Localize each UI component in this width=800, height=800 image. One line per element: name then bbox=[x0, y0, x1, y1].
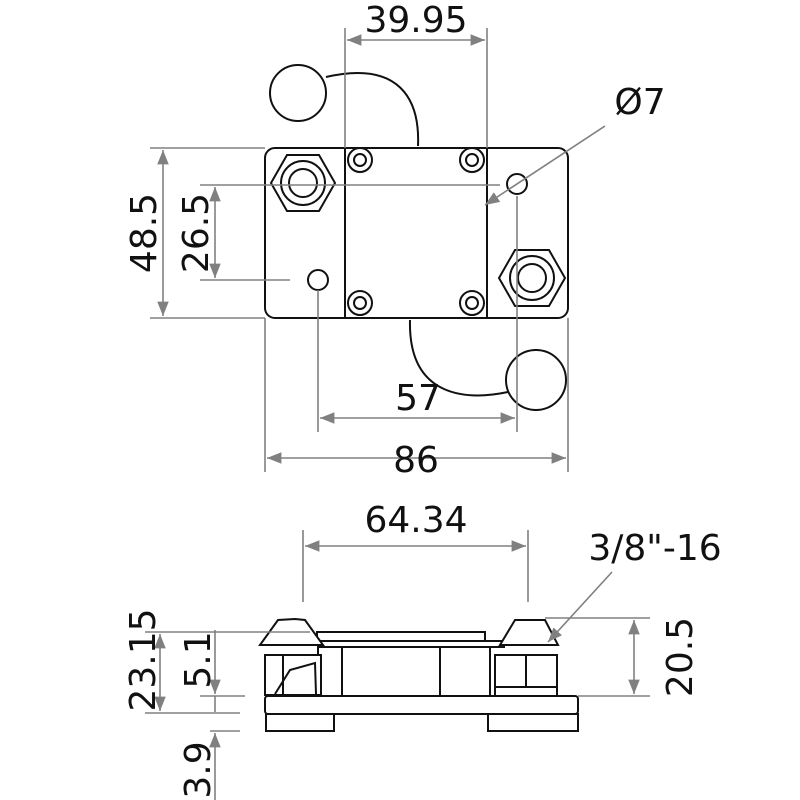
dimension-5-1: 5.1 bbox=[178, 630, 245, 712]
dimension-20-5: 20.5 bbox=[545, 617, 701, 697]
dimension-label: 5.1 bbox=[178, 631, 219, 688]
dimension-label: 64.34 bbox=[364, 500, 467, 541]
dimension-86: 86 bbox=[264, 318, 569, 481]
left-terminal-nut bbox=[269, 154, 337, 212]
right-housing bbox=[439, 646, 491, 697]
dimension-57: 57 bbox=[317, 196, 518, 432]
left-foot bbox=[265, 713, 335, 732]
dimension-3-9: 3.9 bbox=[178, 730, 240, 800]
dimension-thread: 3/8"-16 bbox=[547, 528, 722, 643]
mounting-hole-upper bbox=[506, 173, 528, 195]
dimension-hole-diameter: Ø7 bbox=[484, 82, 666, 206]
upper-knob bbox=[269, 64, 327, 122]
base bbox=[264, 695, 579, 715]
dimension-label: 23.15 bbox=[123, 608, 164, 711]
screw-heads bbox=[347, 147, 485, 316]
upper-wire bbox=[325, 72, 420, 147]
right-stud bbox=[494, 619, 560, 697]
dimension-label: 3/8"-16 bbox=[588, 528, 721, 569]
dimension-label: 57 bbox=[395, 378, 441, 419]
dimension-label: 48.5 bbox=[124, 193, 165, 273]
dimension-label: 26.5 bbox=[176, 193, 217, 273]
dimension-23-15: 23.15 bbox=[123, 608, 310, 714]
right-terminal-nut bbox=[497, 249, 567, 307]
left-stud bbox=[258, 617, 325, 696]
top-view: 39.95 Ø7 48.5 26.5 57 bbox=[124, 0, 666, 481]
dimension-label: 20.5 bbox=[660, 617, 701, 697]
dimension-label: 3.9 bbox=[178, 741, 219, 798]
lower-wire bbox=[408, 319, 509, 397]
dimension-label: Ø7 bbox=[614, 82, 665, 123]
side-view: 64.34 3/8"-16 23.15 5.1 3.9 bbox=[123, 500, 722, 800]
dimension-label: 86 bbox=[393, 440, 439, 481]
dimension-64-34: 64.34 bbox=[302, 500, 529, 602]
base-plate bbox=[264, 147, 569, 319]
dimension-39-95: 39.95 bbox=[344, 0, 488, 148]
lower-knob bbox=[505, 349, 567, 411]
center-housing bbox=[344, 147, 488, 319]
right-foot bbox=[487, 713, 579, 732]
dimension-label: 39.95 bbox=[364, 0, 467, 41]
top-plate bbox=[316, 631, 486, 642]
dimension-26-5: 26.5 bbox=[176, 184, 500, 281]
dimension-48-5: 48.5 bbox=[124, 147, 265, 319]
